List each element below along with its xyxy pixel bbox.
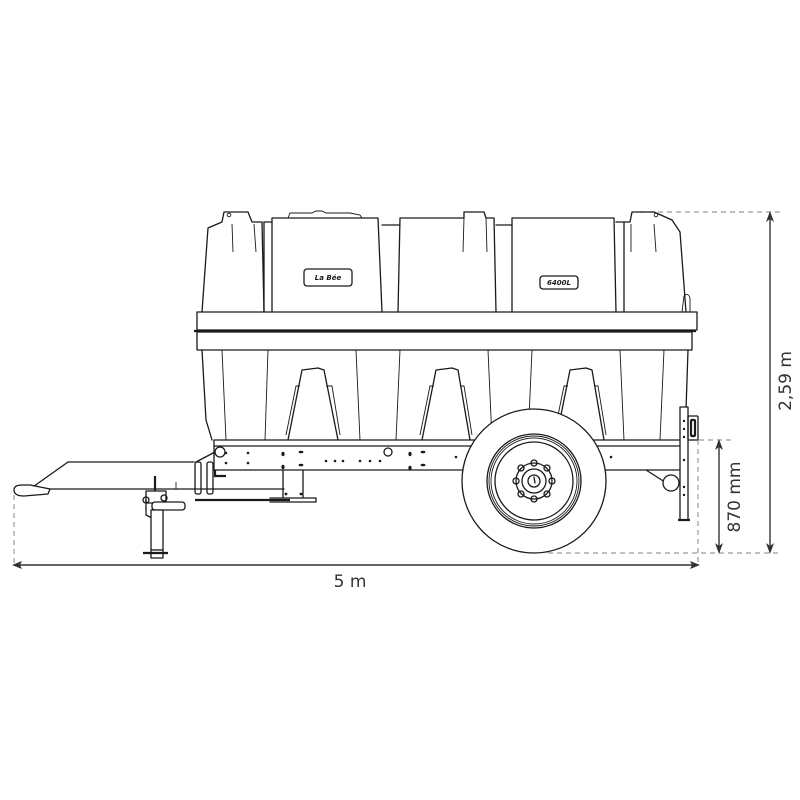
capacity-label: 6400L [547,279,571,287]
water-tank: La Bée 6400L [194,210,698,441]
tow-eye [13,484,51,497]
chassis-frame [195,439,687,478]
height-label: 2,59 m [776,351,796,411]
brand-label: La Bée [315,274,342,282]
height-dimension: 2,59 m [766,211,796,554]
spare-hose-bracket [645,469,680,492]
length-dimension: 5 m [12,561,700,592]
jack-stand [142,476,186,559]
chassis-height-label: 870 mm [725,462,745,533]
tank-cradles [285,367,607,441]
drawbar [13,461,317,503]
length-label: 5 m [334,572,367,592]
brand-badge: La Bée [303,268,353,287]
tank-lid [271,210,383,313]
dimension-guides [13,211,780,565]
chassis-height-dimension: 870 mm [715,439,745,554]
wheel [461,408,607,554]
wheel-hub [512,459,556,503]
rear-support-leg [678,406,699,522]
capacity-badge: 6400L [539,275,579,290]
